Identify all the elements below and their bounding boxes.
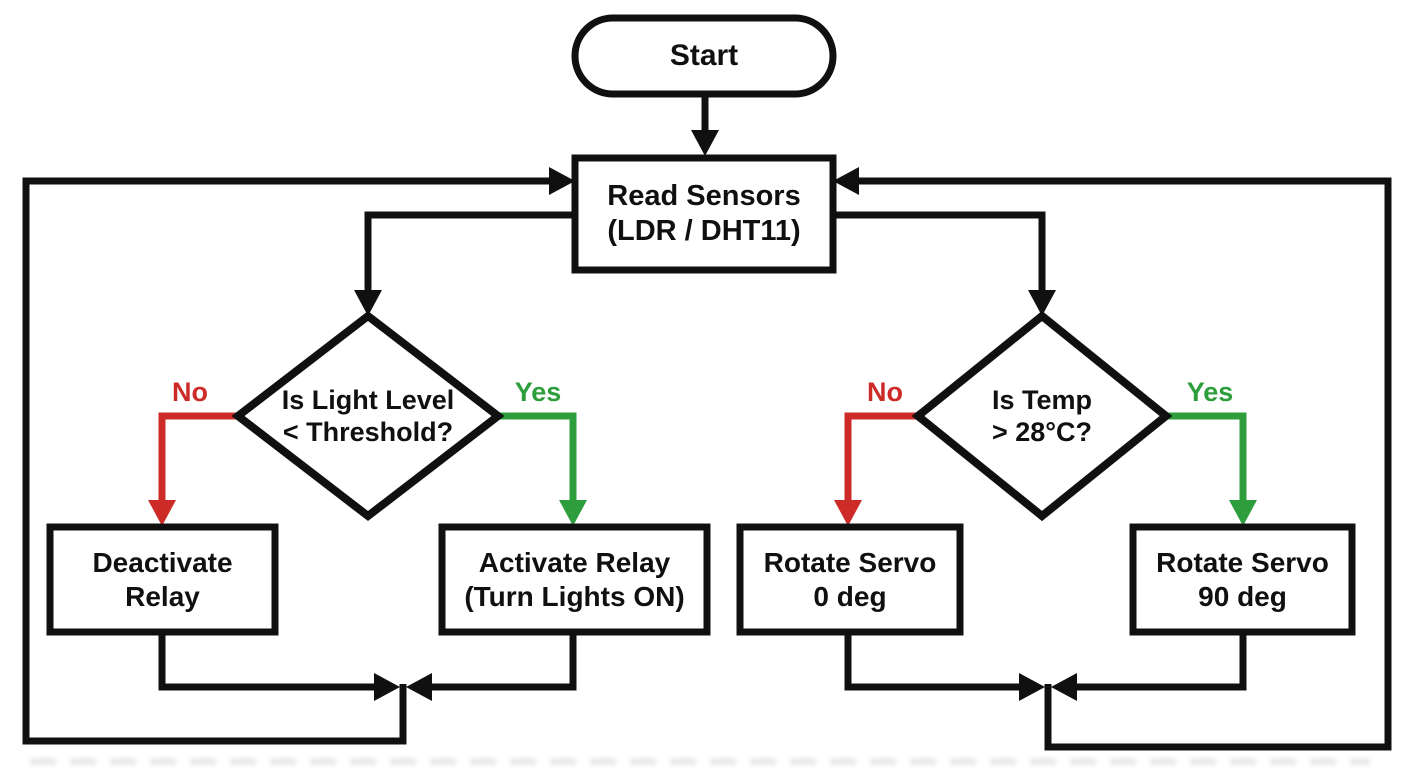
activate-relay-box-shape: [438, 523, 711, 636]
arrowhead-left-loop-read: [549, 167, 575, 195]
read-sensors-line2: (LDR / DHT11): [607, 215, 801, 247]
rotate-servo-0-line1: Rotate Servo: [763, 546, 937, 578]
edge-deactivate-merge: [158, 632, 377, 691]
deactivate-relay-label: Deactivate Relay: [50, 527, 275, 632]
arrowhead-servo0-merge: [1019, 673, 1045, 701]
activate-relay-line2: (Turn Lights ON): [464, 580, 685, 612]
edge-right-loop: [855, 177, 1392, 751]
start-label-text: Start: [669, 39, 739, 72]
edge-light-yes: [498, 412, 577, 503]
rotate-servo-90-box-shape: [1129, 523, 1356, 636]
deactivate-relay-line2: Relay: [125, 580, 200, 612]
bottom-blur-artifact: [30, 758, 1370, 765]
rotate-servo-0-label: Rotate Servo 0 deg: [740, 527, 960, 632]
edge-temp-no: [844, 412, 918, 503]
temp-no-label: No: [867, 377, 903, 407]
arrowhead-light-no: [148, 500, 176, 526]
edge-servo90-merge: [1074, 632, 1247, 691]
light-yes-label: Yes: [514, 377, 562, 407]
start-terminator-shape: [571, 14, 837, 98]
rotate-servo-90-label: Rotate Servo 90 deg: [1133, 527, 1352, 632]
arrowhead-servo90-merge: [1051, 673, 1077, 701]
temp-decision-label: Is Temp > 28°C?: [922, 366, 1162, 466]
rotate-servo-90-line1: Rotate Servo: [1156, 546, 1329, 578]
activate-relay-line1: Activate Relay: [478, 546, 671, 578]
edge-light-no: [158, 412, 238, 503]
light-no-label: No: [172, 377, 208, 407]
read-sensors-box-shape: [571, 154, 837, 274]
deactivate-relay-line1: Deactivate: [92, 546, 233, 578]
arrowhead-right-loop-read: [833, 167, 859, 195]
arrowhead-read-light: [354, 290, 382, 316]
arrowhead-light-yes: [559, 500, 587, 526]
temp-decision-line2: > 28°C?: [991, 417, 1093, 447]
light-decision-line1: Is Light Level: [281, 384, 455, 415]
activate-relay-label: Activate Relay (Turn Lights ON): [442, 527, 707, 632]
arrowhead-start-read: [691, 130, 719, 156]
edge-servo0-merge: [844, 632, 1022, 691]
rotate-servo-0-line2: 0 deg: [813, 580, 887, 612]
rotate-servo-0-box-shape: [736, 523, 964, 636]
read-sensors-line1: Read Sensors: [607, 180, 801, 213]
start-node-label: Start: [575, 18, 833, 94]
arrowhead-deactivate-merge: [374, 673, 400, 701]
arrowhead-temp-yes: [1229, 500, 1257, 526]
edge-read-temp: [833, 211, 1046, 294]
read-sensors-node-label: Read Sensors (LDR / DHT11): [575, 158, 833, 270]
edge-temp-yes: [1166, 412, 1247, 503]
temp-decision-line1: Is Temp: [991, 384, 1093, 415]
light-decision-diamond-shape: [231, 310, 505, 522]
arrowhead-activate-merge: [406, 673, 432, 701]
arrowhead-read-temp: [1028, 290, 1056, 316]
edge-left-loop: [22, 177, 553, 745]
edge-read-light: [364, 211, 575, 294]
arrowhead-temp-no: [834, 500, 862, 526]
temp-decision-diamond-shape: [911, 310, 1173, 522]
light-decision-line2: < Threshold?: [282, 417, 454, 447]
rotate-servo-90-line2: 90 deg: [1198, 580, 1287, 612]
deactivate-relay-box-shape: [46, 523, 279, 636]
edge-activate-merge: [429, 632, 577, 691]
temp-yes-label: Yes: [1186, 377, 1234, 407]
light-decision-label: Is Light Level < Threshold?: [248, 366, 488, 466]
